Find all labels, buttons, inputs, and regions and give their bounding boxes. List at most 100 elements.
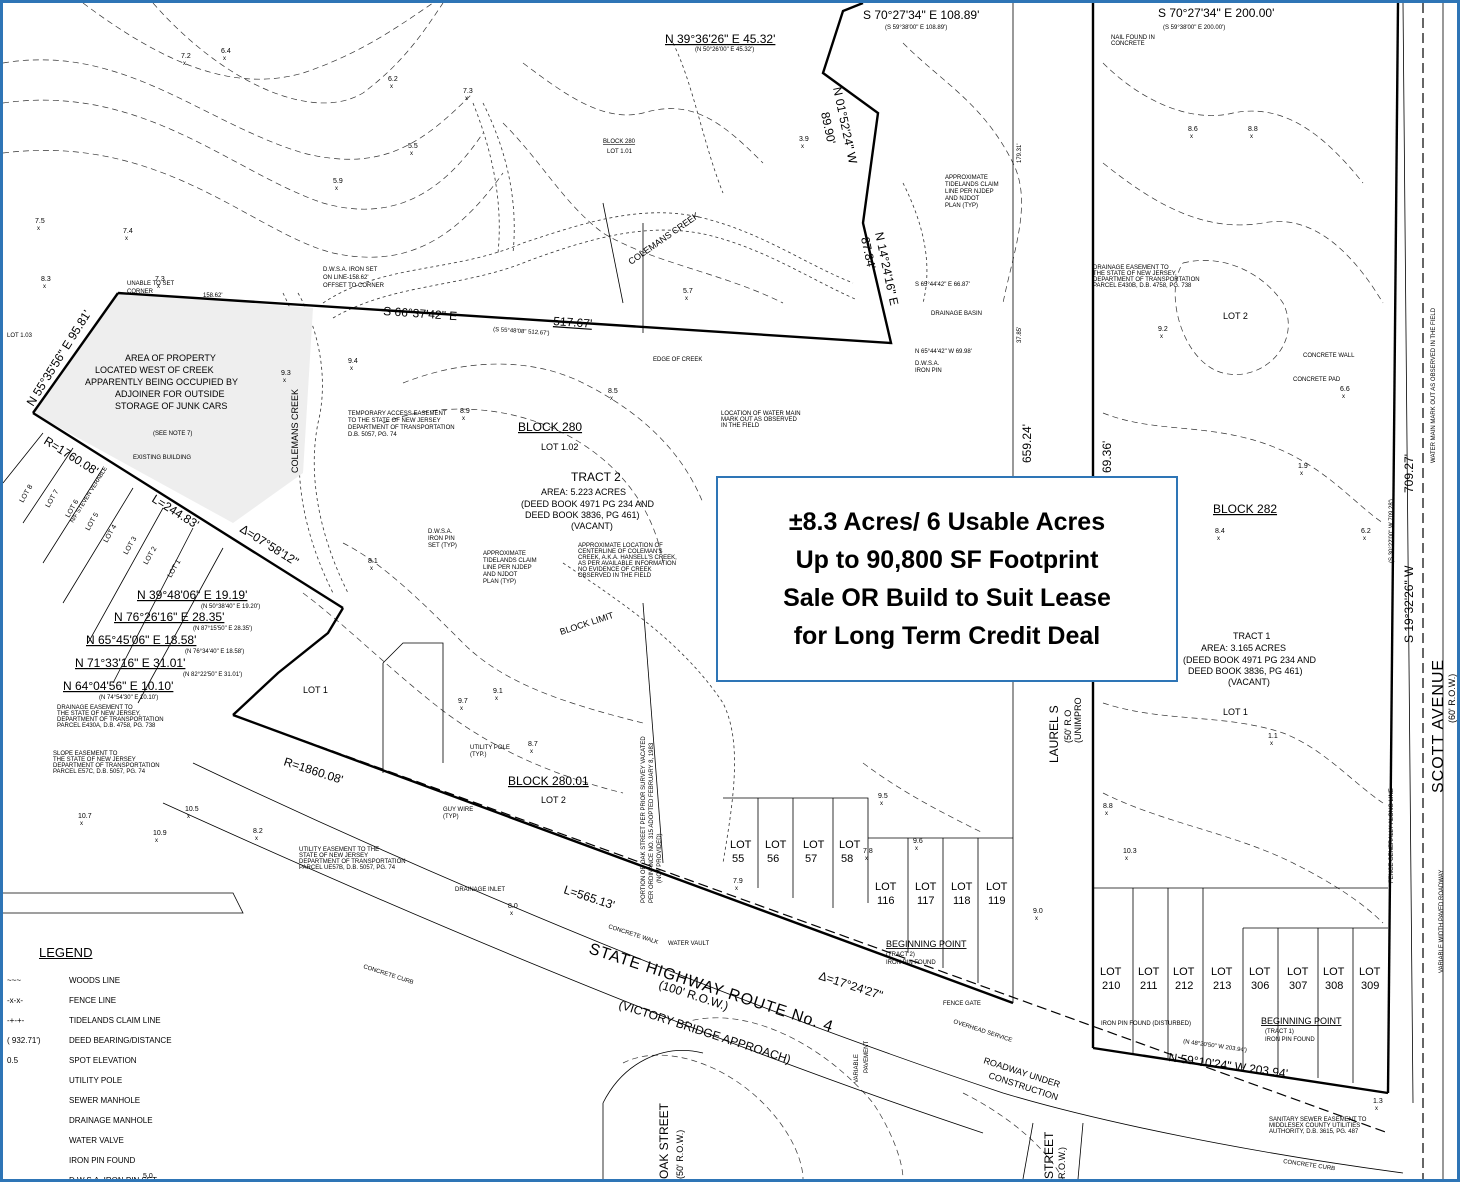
spot-elevation: 9.7	[458, 698, 468, 705]
nail-found-2: CONCRETE	[1111, 41, 1145, 47]
water-vault-label: WATER VAULT	[668, 941, 709, 947]
tract-1-area: AREA: 3.165 ACRES	[1201, 643, 1286, 653]
highway-label: STATE HIGHWAY ROUTE No. 4	[587, 941, 836, 1036]
legend-label: D.W.S.A. IRON PIN SET	[69, 1176, 158, 1182]
spot-elevation: 1.9	[1298, 463, 1308, 470]
lot-number: 58	[841, 853, 853, 865]
spot-elevation: 5.0	[143, 1173, 153, 1179]
spot-elevation: 7.8	[863, 848, 873, 855]
bearing-c3: N 65°45'06" E 18.58'	[86, 633, 196, 647]
legend-symbol: -x-x-	[7, 996, 23, 1005]
area-prop-2: LOCATED WEST OF CREEK	[95, 365, 214, 375]
dist-179: 179.31'	[1017, 144, 1023, 164]
spot-elevation: 6.6	[1340, 386, 1350, 393]
bearing-n65: N 65°44'42" W 69.98'	[915, 349, 972, 355]
spot-elevation-mark: x	[335, 186, 338, 192]
spot-elevation-mark: x	[370, 566, 373, 572]
lot-label: LOT 8	[19, 484, 35, 504]
drainage-inlet-label: DRAINAGE INLET	[455, 887, 505, 893]
easement-notes: TEMPORARY ACCESS EASEMENT TO THE STATE O…	[53, 35, 1437, 1172]
legend-label: UTILITY POLE	[69, 1076, 123, 1085]
beginning-t2-pin: IRON PIN FOUND	[886, 960, 936, 966]
spot-elevation-mark: x	[1363, 536, 1366, 542]
bearing-top-right: S 70°27'34" E 200.00'	[1158, 6, 1274, 20]
lot-label: LOT 1	[167, 559, 183, 579]
temp-access-3: DEPARTMENT OF TRANSPORTATION	[348, 425, 455, 431]
concrete-walk-label: CONCRETE WALK	[607, 924, 658, 946]
overhead-label: OVERHEAD SERVICE	[952, 1019, 1012, 1044]
lot-label: LOT 2	[143, 546, 159, 566]
spot-elevation-mark: x	[735, 886, 738, 892]
spot-elevation: 3.9	[799, 136, 809, 143]
spot-elevation-mark: x	[255, 836, 258, 842]
tide-2: TIDELANDS CLAIM	[483, 558, 537, 564]
spot-elevation: 9.4	[348, 358, 358, 365]
bearing-c1: N 39°48'06" E 19.19'	[137, 588, 247, 602]
map-legend: LEGEND ~~~WOODS LINE-x-x-FENCE LINE-+-+-…	[3, 939, 243, 1179]
legend-title: LEGEND	[39, 945, 93, 960]
property-summary-callout: ±8.3 Acres/ 6 Usable Acres Up to 90,800 …	[716, 476, 1178, 682]
unable-set-label: UNABLE TO SET	[127, 281, 174, 287]
spot-elevation: 7.4	[123, 228, 133, 235]
legend-symbol: 0.5	[7, 1056, 19, 1065]
spot-elevation: 8.2	[253, 828, 263, 835]
pavement-label: PAVEMENT	[864, 1041, 870, 1073]
lot-number: 57	[805, 853, 817, 865]
tract-2-deed-1: (DEED BOOK 4971 PG 234 AND	[521, 499, 655, 509]
legend-symbol	[7, 1173, 61, 1179]
water-main-2: MARK OUT AS OBSERVED	[721, 417, 797, 423]
lot-number: 211	[1140, 980, 1158, 992]
tract-2-vacant: (VACANT)	[571, 521, 613, 531]
area-prop-3: APPARENTLY BEING OCCUPIED BY	[85, 377, 238, 387]
spot-elevation-mark: x	[1270, 741, 1273, 747]
utility-ease-4: PARCEL UE57B, D.B. 5057, PG. 74	[299, 865, 396, 871]
block-282-label: BLOCK 282	[1213, 502, 1277, 516]
callout-credit-deal: for Long Term Credit Deal	[793, 622, 1101, 650]
lot-label: LOT	[1138, 966, 1160, 978]
beginning-point-t2: BEGINNING POINT	[886, 939, 967, 949]
utility-pole-label: UTILITY POLE	[470, 745, 510, 751]
lot-label: LOT	[1173, 966, 1195, 978]
east-bearing-3-sub: (S 30°22'00" W 709.28')	[1389, 499, 1395, 563]
legend-row: ~~~WOODS LINE	[7, 973, 237, 989]
spot-elevation: 1.1	[1268, 733, 1278, 740]
spot-elevation-mark: x	[223, 56, 226, 62]
spot-elevation: 10.3	[1123, 848, 1137, 855]
legend-symbol	[7, 1093, 61, 1109]
slope-ease-3: DEPARTMENT OF TRANSPORTATION	[53, 763, 160, 769]
beginning-t1-pin: IRON PIN FOUND	[1265, 1037, 1315, 1043]
legend-label: SEWER MANHOLE	[69, 1096, 141, 1105]
east-dist-1: 659.24'	[1020, 424, 1034, 463]
spot-elevation-mark: x	[80, 821, 83, 827]
legend-symbol	[7, 1073, 61, 1089]
lot-label: LOT	[1249, 966, 1271, 978]
bearing-top-mid: S 70°27'34" E 108.89'	[863, 8, 979, 22]
bearing-c5-sub: (N 74°54'30" E 10.10')	[99, 695, 158, 701]
legend-label: FENCE LINE	[69, 996, 117, 1005]
lot-number: 307	[1289, 980, 1307, 992]
spot-elevation-mark: x	[187, 814, 190, 820]
iron-pin-dist-label: IRON PIN FOUND (DISTURBED)	[1101, 1021, 1191, 1027]
spot-elevation-mark: x	[390, 84, 393, 90]
spot-elevation: 1.3	[1373, 1098, 1383, 1105]
legend-row: IRON PIN FOUND	[7, 1153, 237, 1169]
fence-gate-label: FENCE GATE	[943, 1001, 981, 1007]
scott-row-label: (60' R.O.W.)	[1447, 674, 1457, 723]
tide-n-1: APPROXIMATE	[945, 175, 988, 181]
tide-4: AND NJDOT	[483, 572, 518, 578]
tract-2-label: TRACT 2	[571, 470, 621, 484]
spot-elevation: 8.8	[1103, 803, 1113, 810]
bearing-top-right-sub: (S 59°38'00" E 200.00')	[1163, 25, 1225, 31]
spot-elevation: 7.3	[155, 276, 165, 283]
spot-elevation-mark: x	[125, 236, 128, 242]
bearing-top-left-sub: (N 50°26'00" E 45.32')	[695, 47, 754, 53]
legend-row: UTILITY POLE	[7, 1073, 237, 1089]
bearing-main-south: S 66°37'42" E	[383, 304, 458, 323]
tide-n-2: TIDELANDS CLAIM	[945, 182, 999, 188]
guy-typ-label: (TYP)	[443, 814, 459, 820]
spot-elevation: 5.7	[683, 288, 693, 295]
spot-elevation-mark: x	[1300, 471, 1303, 477]
colemans-creek-west: COLEMANS CREEK	[290, 389, 300, 473]
lot-number: 117	[917, 895, 935, 907]
lot-number: 309	[1361, 980, 1379, 992]
